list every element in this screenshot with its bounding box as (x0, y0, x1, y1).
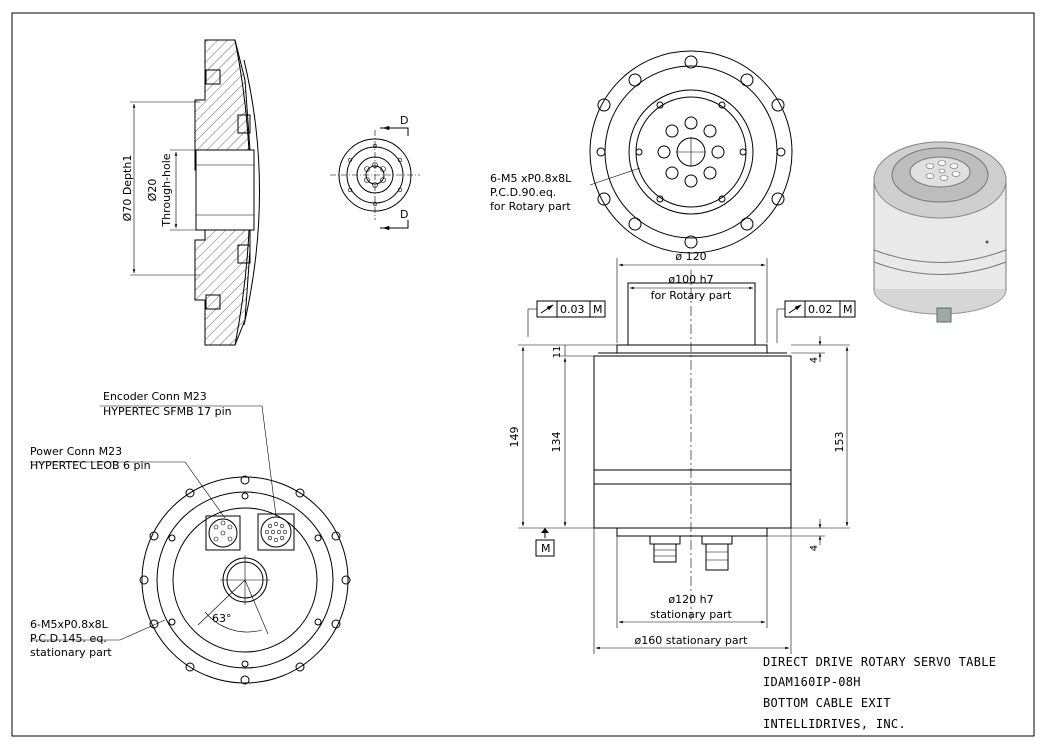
dim-11: 11 (552, 346, 563, 359)
encoder-conn-line2: HYPERTEC SFMB 17 pin (103, 405, 232, 418)
through-hole-label: Through-hole (160, 153, 173, 227)
dim-dia-100: ø100 h7 (668, 273, 713, 286)
bottom-note-line1: 6-M5xP0.8x8L (30, 618, 109, 631)
dim-153: 153 (833, 432, 846, 453)
top-view (589, 50, 793, 254)
section-mark-bottom: D (400, 208, 408, 221)
datum-m: M (541, 542, 551, 555)
top-note-line3: for Rotary part (490, 200, 571, 213)
dim-70-depth: Ø70 Depth1 (121, 155, 134, 222)
small-front-view (330, 125, 420, 231)
dim-rotary-part: for Rotary part (651, 289, 732, 302)
dim-dia-160: ø160 stationary part (635, 634, 749, 647)
top-note-line1: 6-M5 xP0.8x8L (490, 172, 572, 185)
section-mark-top: D (400, 114, 408, 127)
side-view (518, 258, 856, 654)
product-3d-render (873, 141, 1007, 323)
title-line2: IDAM160IP-08H (763, 675, 861, 689)
power-conn-line2: HYPERTEC LEOB 6 pin (30, 459, 151, 472)
dim-20: Ø20 (146, 179, 159, 202)
detail-section-view (130, 39, 260, 346)
title-line1: DIRECT DRIVE ROTARY SERVO TABLE (763, 655, 996, 669)
bottom-note-line2: P.C.D.145. eq. (30, 632, 107, 645)
dim-4-bottom: 4 (809, 545, 820, 551)
encoder-conn-line1: Encoder Conn M23 (103, 390, 207, 403)
dim-134: 134 (550, 432, 563, 453)
drawing-border (11, 12, 1035, 737)
dim-dia-120: ø 120 (675, 250, 706, 263)
bottom-view (30, 405, 351, 685)
title-line4: INTELLIDRIVES, INC. (763, 717, 906, 731)
dim-dia-120-stationary: ø120 h7 (668, 593, 713, 606)
title-line3: BOTTOM CABLE EXIT (763, 696, 891, 710)
dim-stationary-part: stationary part (650, 608, 732, 621)
power-conn-line1: Power Conn M23 (30, 445, 122, 458)
tol-left-value: 0.03 (560, 303, 585, 316)
bottom-note-line3: stationary part (30, 646, 112, 659)
dim-149: 149 (508, 427, 521, 448)
tol-left-datum: M (593, 303, 603, 316)
angle-label: 63° (212, 612, 232, 625)
tol-right-value: 0.02 (808, 303, 833, 316)
dim-4-top: 4 (809, 357, 820, 363)
top-note-line2: P.C.D.90.eq. (490, 186, 556, 199)
tol-right-datum: M (843, 303, 853, 316)
